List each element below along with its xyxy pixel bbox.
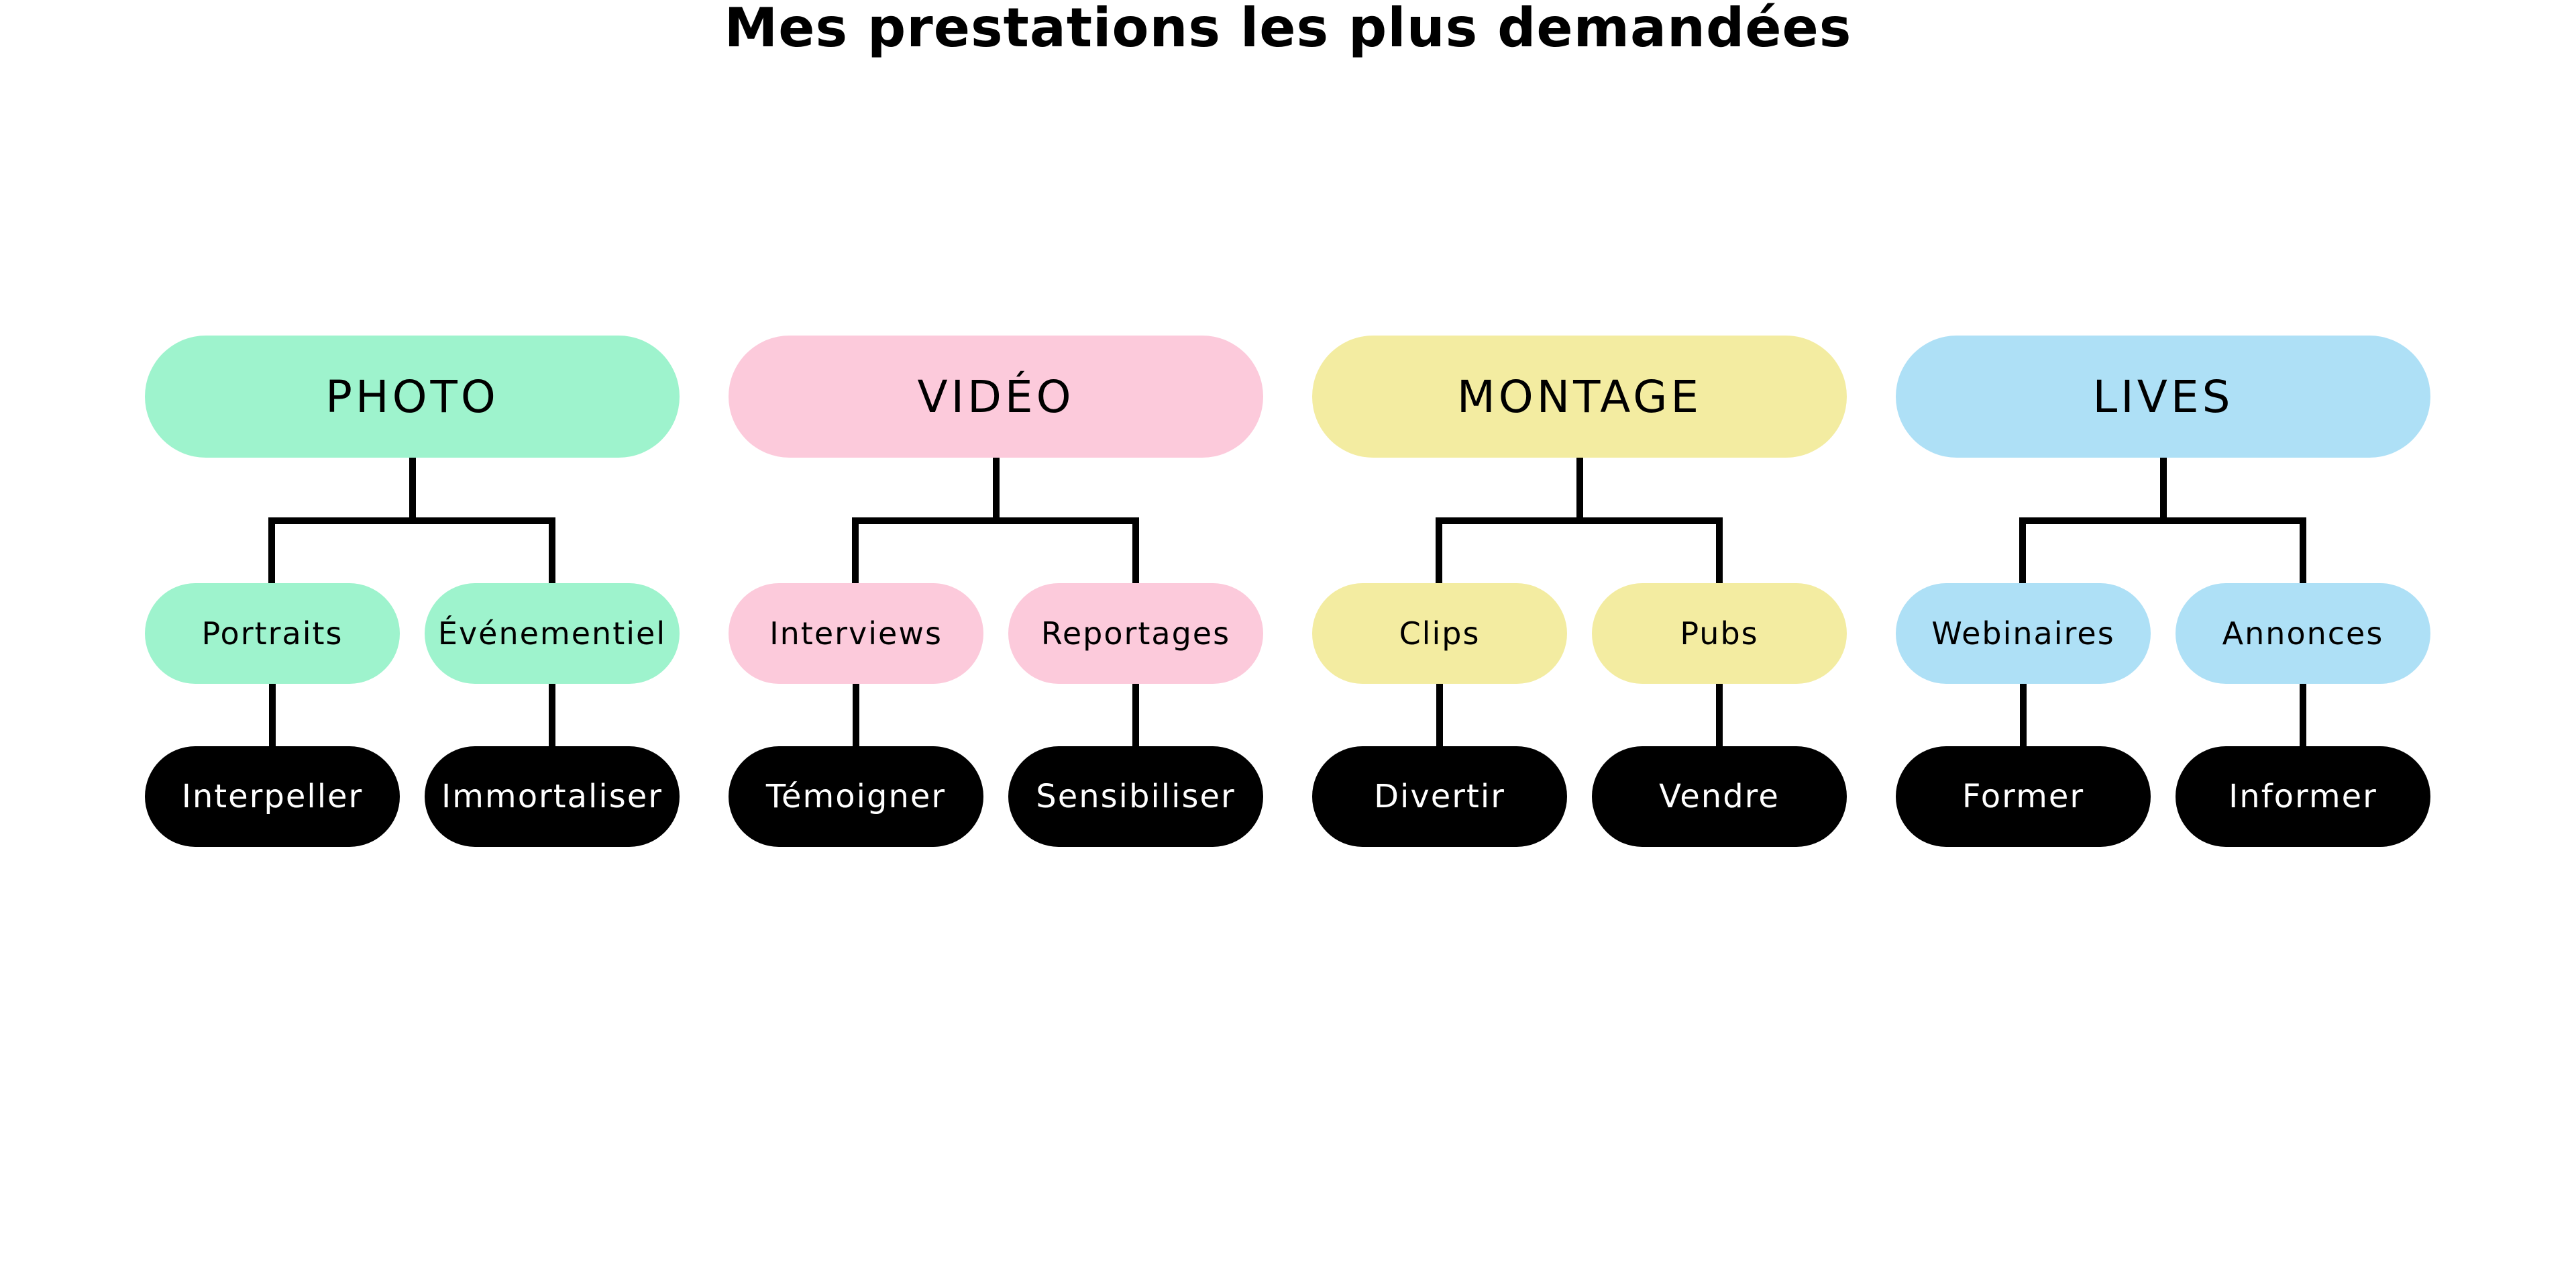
category-video: VIDÉO [729,336,1263,458]
goal-interpeller: Interpeller [145,746,400,847]
connector-trunk [2160,458,2167,521]
connector-right-goal [549,684,555,746]
service-interviews: Interviews [729,583,983,684]
connector-left-goal [1436,684,1443,746]
goal-informer: Informer [2176,746,2430,847]
service-annonces: Annonces [2176,583,2430,684]
goal-immortaliser: Immortaliser [425,746,680,847]
connector-left-goal [2020,684,2027,746]
column-video: VIDÉO Interviews Reportages Témoigner Se… [729,0,1263,872]
service-evenementiel: Événementiel [425,583,680,684]
service-clips: Clips [1312,583,1567,684]
service-portraits: Portraits [145,583,400,684]
goal-vendre: Vendre [1592,746,1847,847]
connector-right-goal [1132,684,1139,746]
goal-former: Former [1896,746,2151,847]
service-reportages: Reportages [1008,583,1263,684]
connector-trunk [993,458,1000,521]
connector-branch [1436,517,1723,524]
connector-branch [268,517,555,524]
connector-right-goal [1716,684,1723,746]
connector-left-goal [853,684,859,746]
column-montage: MONTAGE Clips Pubs Divertir Vendre [1312,0,1847,872]
connector-right [1716,524,1723,583]
connector-trunk [409,458,416,521]
connector-left [852,524,859,583]
service-webinaires: Webinaires [1896,583,2151,684]
connector-left [2019,524,2026,583]
connector-left [268,524,275,583]
goal-temoigner: Témoigner [729,746,983,847]
connector-branch [852,517,1139,524]
category-montage: MONTAGE [1312,336,1847,458]
service-pubs: Pubs [1592,583,1847,684]
connector-branch [2019,517,2306,524]
connector-right [1132,524,1139,583]
connector-right-goal [2300,684,2306,746]
category-lives: LIVES [1896,336,2430,458]
column-lives: LIVES Webinaires Annonces Former Informe… [1896,0,2430,872]
page-title: Mes prestations les plus demandées [724,0,1852,59]
connector-left [1436,524,1442,583]
column-photo: PHOTO Portraits Événementiel Interpeller… [145,0,680,872]
connector-right [2300,524,2306,583]
connector-trunk [1576,458,1583,521]
category-photo: PHOTO [145,336,680,458]
goal-divertir: Divertir [1312,746,1567,847]
connector-right [549,524,555,583]
goal-sensibiliser: Sensibiliser [1008,746,1263,847]
connector-left-goal [269,684,276,746]
